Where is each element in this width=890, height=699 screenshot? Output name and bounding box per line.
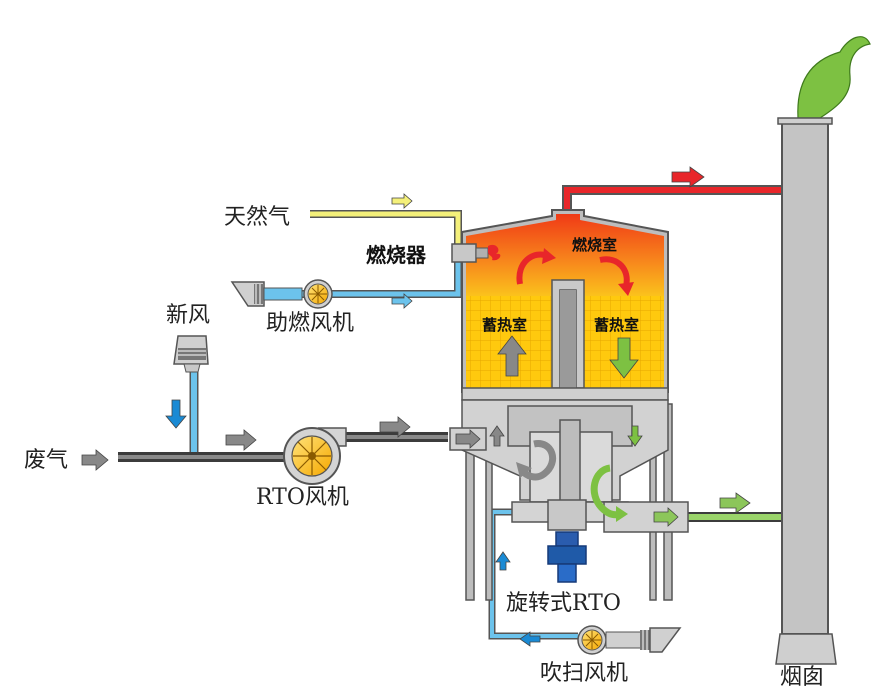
combustion-fan — [230, 279, 333, 309]
hot-gas-pipe — [562, 185, 782, 212]
fresh-air-label: 新风 — [166, 303, 210, 328]
up-arrow-icon — [497, 335, 527, 377]
rto-vessel — [461, 209, 669, 401]
combustion-fan-label: 助燃风机 — [266, 311, 354, 336]
clean-gas-arrow-icon — [719, 492, 751, 514]
flow-arrow-icon — [455, 429, 481, 449]
waste-gas-arrow-icon — [81, 449, 109, 471]
hot-gas-arrow-icon — [671, 166, 705, 188]
rotary-motor — [547, 531, 587, 583]
combustion-chamber-label: 燃烧室 — [572, 236, 617, 254]
burner — [451, 243, 501, 263]
rotary-distributor — [449, 399, 689, 583]
fresh-air-arrow-icon — [165, 399, 187, 429]
regen-right-label: 蓄热室 — [594, 316, 639, 334]
rto-fan — [283, 427, 347, 485]
rotary-rto-label: 旋转式RTO — [506, 591, 621, 616]
regen-left-label: 蓄热室 — [482, 316, 527, 334]
air-arrow-icon — [391, 293, 413, 309]
fresh-air-hood — [173, 335, 209, 373]
flow-arrows — [81, 166, 751, 647]
burner-label: 燃烧器 — [366, 243, 427, 267]
waste-gas-pipe — [118, 432, 448, 462]
purge-arrow-icon — [495, 551, 511, 571]
flame-icon — [488, 244, 501, 261]
natural-gas-pipe — [310, 210, 462, 248]
distributor-curved-arrows — [516, 440, 628, 522]
chamber-curved-arrows — [516, 248, 634, 296]
purge-fan — [577, 625, 682, 655]
waste-gas-label: 废气 — [24, 448, 68, 473]
smoke-plume — [797, 36, 871, 119]
natural-gas-label: 天然气 — [224, 205, 290, 230]
flow-arrow-icon — [225, 429, 257, 451]
flow-arrow-icon — [379, 416, 411, 438]
combustion-air-pipe — [274, 262, 462, 298]
chimney-label: 烟囱 — [780, 665, 824, 690]
chimney — [775, 36, 871, 665]
rto-fan-label: RTO风机 — [256, 485, 349, 510]
purge-arrow-icon — [519, 631, 541, 647]
up-arrow-icon — [489, 425, 505, 447]
clean-gas-pipe — [688, 512, 784, 522]
purge-fan-label: 吹扫风机 — [540, 661, 628, 686]
clean-gas-arrow-icon — [653, 507, 679, 527]
down-arrow-icon — [609, 337, 639, 379]
down-arrow-icon — [627, 425, 643, 447]
gas-arrow-icon — [391, 193, 413, 209]
